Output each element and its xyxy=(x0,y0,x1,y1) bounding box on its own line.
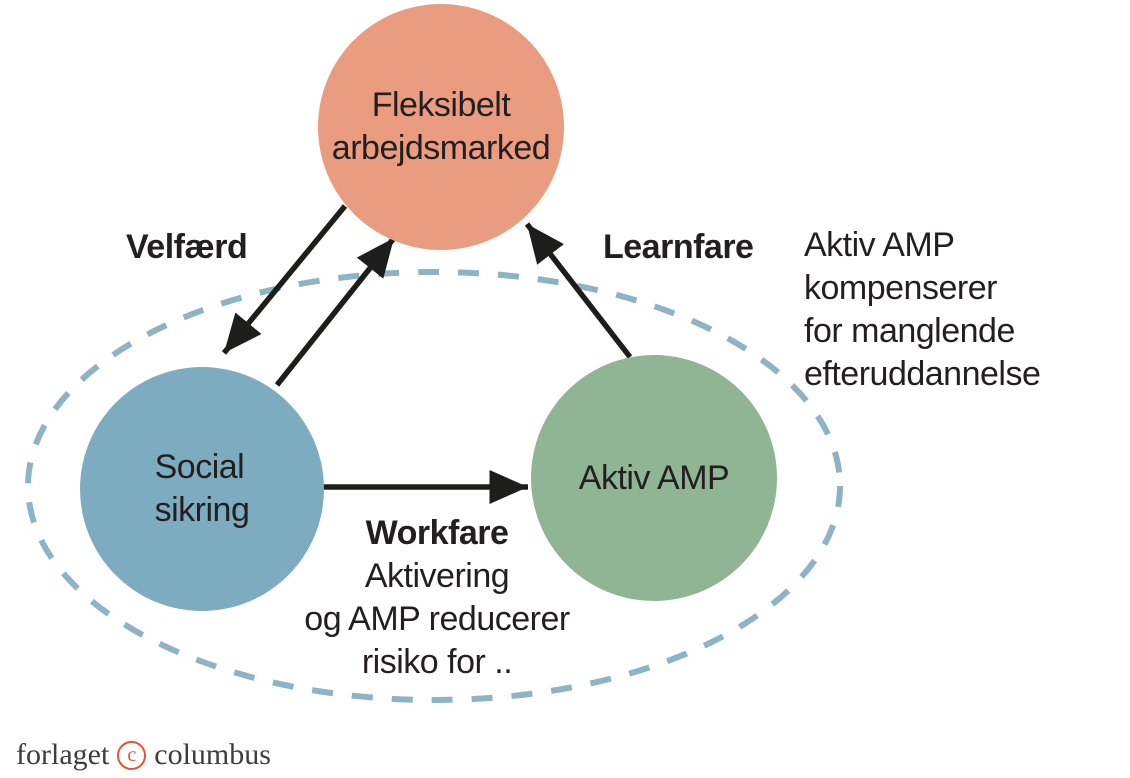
learnfare-annotation: Aktiv AMP kompenserer for manglende efte… xyxy=(804,226,1041,393)
logo-text-forlaget: forlaget xyxy=(16,738,110,771)
copyright-icon: c xyxy=(117,740,147,770)
node-social-security: Social sikring xyxy=(80,367,324,611)
learnfare-arrow xyxy=(524,222,633,359)
copyright-letter: c xyxy=(127,744,137,766)
velfaerd-edge-label: Velfærd xyxy=(126,228,248,266)
logo-text-columbus: columbus xyxy=(154,738,271,771)
learnfare-edge-label: Learnfare xyxy=(603,228,754,266)
dashed-boundary-ellipse xyxy=(25,269,843,703)
velfaerd-arrow-to-labor-market xyxy=(274,236,397,387)
node-label-social-security: Social sikring xyxy=(154,448,250,529)
node-flexible-labor-market: Fleksibelt arbejdsmarked xyxy=(318,4,564,250)
node-label-active-amp: Aktiv AMP xyxy=(578,458,730,497)
velfaerd-arrow-to-social-security xyxy=(221,204,348,355)
publisher-logo: forlaget c columbus xyxy=(16,738,271,772)
node-active-amp: Aktiv AMP xyxy=(531,355,777,601)
workfare-annotation: Aktivering og AMP reducerer risiko for .… xyxy=(304,557,570,681)
workfare-edge-label: Workfare xyxy=(365,514,509,552)
node-label-flexible-labor-market: Fleksibelt arbejdsmarked xyxy=(331,86,551,167)
workfare-annotation-block: Workfare Aktivering og AMP reducerer ris… xyxy=(277,511,597,684)
